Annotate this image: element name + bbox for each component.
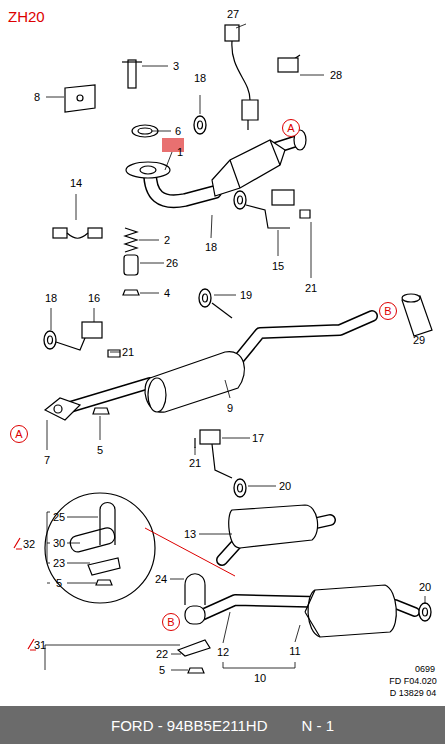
callout-number: 28 (330, 70, 342, 81)
diagram-title: ZH20 (8, 8, 45, 25)
callout-number: 5 (56, 578, 62, 589)
callout-number: 23 (53, 558, 65, 569)
connection-marker: A (10, 425, 28, 443)
callout-number: 18 (45, 293, 57, 304)
connection-marker: B (379, 302, 397, 320)
callout-number: 21 (122, 347, 134, 358)
callout-number: 24 (155, 574, 167, 585)
callout-number: 5 (97, 445, 103, 456)
callout-number: 14 (70, 178, 82, 189)
part-number-bar: FORD - 94BB5E211HD N - 1 (0, 706, 445, 744)
callout-number: 27 (227, 9, 239, 20)
callout-number: 6 (175, 126, 181, 137)
callout-number: 21 (305, 283, 317, 294)
callout-number: 21 (189, 458, 201, 469)
node-text: B (167, 616, 174, 628)
node-text: FORD - 94BB5E211HD (111, 717, 267, 734)
callout-number: 3 (173, 61, 179, 72)
drawing-reference: FD F04.020 (389, 677, 437, 686)
callout-number: 1 (177, 147, 183, 158)
callout-number: 5 (159, 665, 165, 676)
callout-number: 32 (23, 539, 35, 550)
callout-number: 31 (34, 640, 46, 651)
callout-number: 22 (156, 649, 168, 660)
callout-number: 8 (34, 92, 40, 103)
callout-number: 7 (44, 455, 50, 466)
node-text: B (384, 305, 391, 317)
callout-number: 12 (217, 647, 229, 658)
node-text: A (15, 428, 22, 440)
callout-number: 26 (166, 258, 178, 269)
callout-number: 17 (252, 433, 264, 444)
callout-number: 9 (227, 403, 233, 414)
callout-number: 20 (419, 582, 431, 593)
callout-number: 19 (240, 290, 252, 301)
callout-number: 4 (164, 288, 170, 299)
callout-number: 10 (254, 673, 266, 684)
node-text: A (287, 122, 294, 134)
connection-marker: A (282, 119, 300, 137)
node-text: N - 1 (301, 717, 334, 734)
callout-number: 16 (88, 293, 100, 304)
callout-number: 25 (53, 512, 65, 523)
callout-number: 18 (194, 73, 206, 84)
connection-marker: B (162, 613, 180, 631)
callout-number: 13 (184, 529, 196, 540)
callout-number: 2 (164, 235, 170, 246)
callout-number: 30 (53, 538, 65, 549)
drawing-reference: 0699 (415, 665, 435, 674)
callout-number: 29 (413, 335, 425, 346)
callout-number: 11 (289, 646, 300, 657)
callout-number: 15 (272, 261, 284, 272)
callout-number: 18 (205, 242, 217, 253)
drawing-reference: D 13829 04 (390, 689, 437, 698)
callout-number: 20 (279, 481, 291, 492)
